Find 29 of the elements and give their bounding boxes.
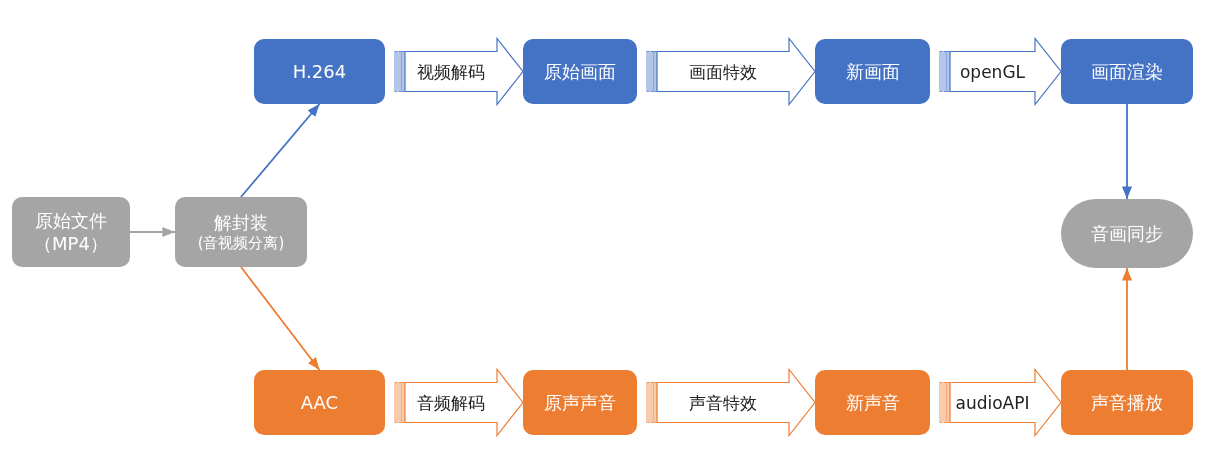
process-box xyxy=(815,39,930,104)
edge-label: 声音特效 xyxy=(689,391,757,414)
process-box xyxy=(1061,39,1193,104)
process-box xyxy=(175,197,307,267)
arrow xyxy=(1121,103,1133,200)
node-label: 原声声音 xyxy=(544,390,616,415)
node-label: AAC xyxy=(300,390,339,415)
arrow xyxy=(240,266,321,371)
process-box xyxy=(523,39,637,104)
edge-label: 音频解码 xyxy=(417,391,485,414)
node-label: 音画同步 xyxy=(1091,221,1163,246)
arrow xyxy=(240,103,321,198)
process-box xyxy=(12,197,130,267)
process-box xyxy=(254,370,385,435)
node-subtitle: (音视频分离) xyxy=(197,233,285,254)
node-label: 画面渲染 xyxy=(1091,59,1163,84)
node-label: 原始文件（MP4） xyxy=(33,208,109,256)
process-box xyxy=(523,370,637,435)
node-label: 原始画面 xyxy=(544,59,616,84)
arrow xyxy=(1121,267,1133,371)
process-box xyxy=(815,370,930,435)
node-label: 新画面 xyxy=(845,59,900,84)
node-label: H.264 xyxy=(292,59,347,84)
process-box xyxy=(254,39,385,104)
node-label: 声音播放 xyxy=(1091,390,1163,415)
arrow xyxy=(129,226,176,238)
node-label: 新声音 xyxy=(845,390,900,415)
process-box xyxy=(1061,370,1193,435)
node-label: 解封装 xyxy=(214,210,268,234)
